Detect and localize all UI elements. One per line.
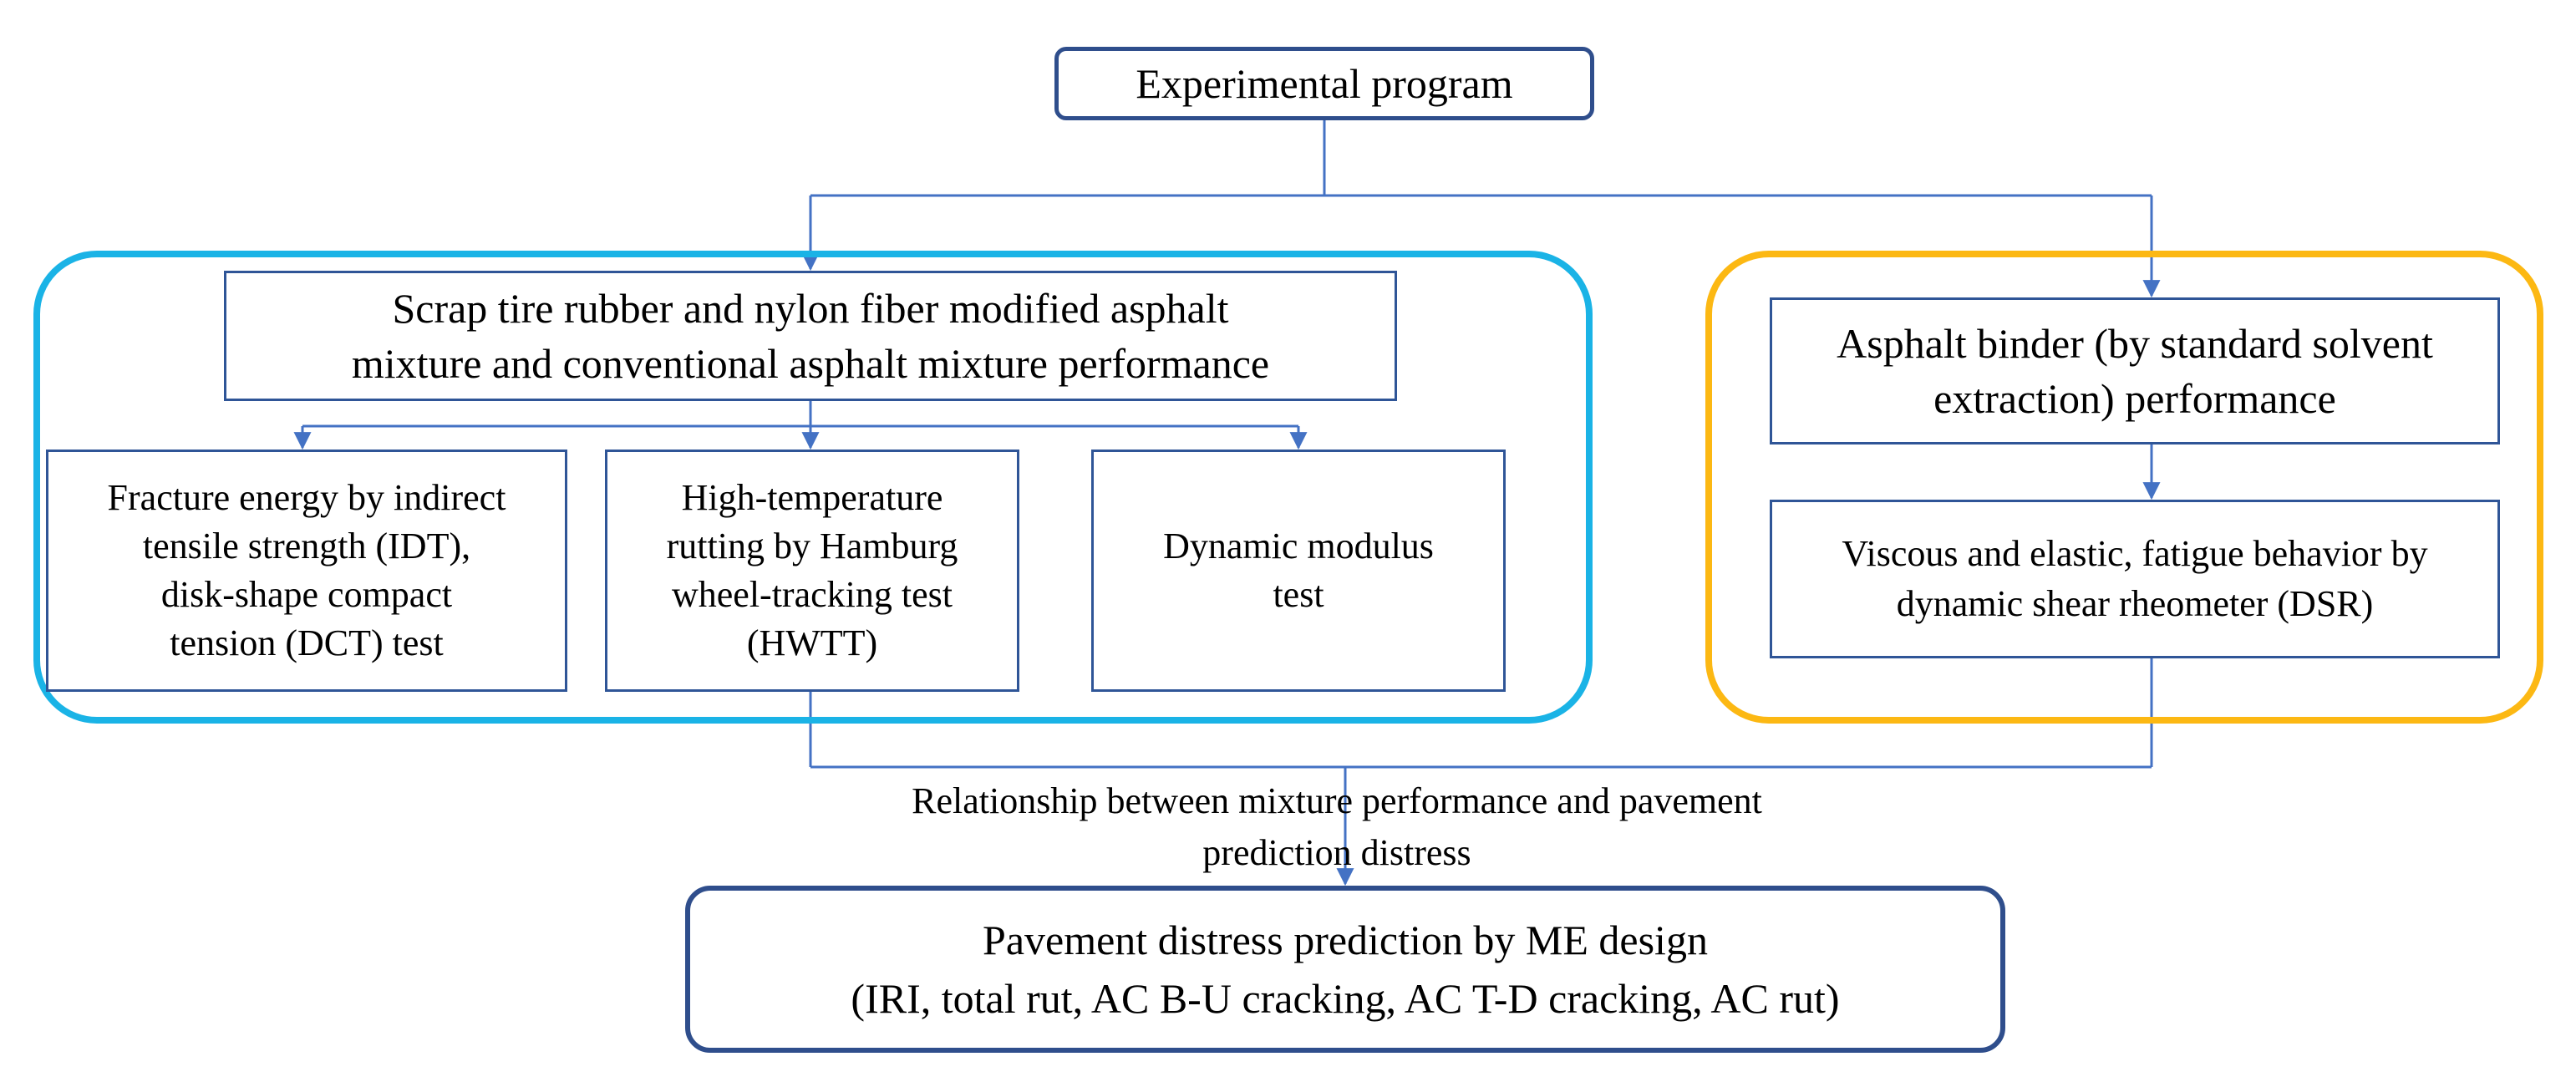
dynamic-modulus-test-box: Dynamic modulus test bbox=[1091, 450, 1506, 692]
mixture-performance-group bbox=[33, 251, 1593, 724]
hamburg-wheel-tracking-test-label: High-temperature rutting by Hamburg whee… bbox=[666, 477, 958, 663]
asphalt-binder-performance-label: Asphalt binder (by standard solvent extr… bbox=[1837, 320, 2433, 422]
asphalt-binder-performance-box: Asphalt binder (by standard solvent extr… bbox=[1770, 297, 2500, 444]
mixture-performance-label: Scrap tire rubber and nylon fiber modifi… bbox=[351, 285, 1270, 387]
experimental-program-label: Experimental program bbox=[1136, 60, 1513, 107]
hamburg-wheel-tracking-test-box: High-temperature rutting by Hamburg whee… bbox=[605, 450, 1019, 692]
relationship-label: Relationship between mixture performance… bbox=[912, 780, 1762, 873]
experimental-program-box: Experimental program bbox=[1054, 47, 1594, 120]
dsr-test-box: Viscous and elastic, fatigue behavior by… bbox=[1770, 500, 2500, 658]
dsr-test-label: Viscous and elastic, fatigue behavior by… bbox=[1842, 533, 2428, 624]
dynamic-modulus-test-label: Dynamic modulus test bbox=[1163, 526, 1434, 615]
fracture-energy-test-label: Fracture energy by indirect tensile stre… bbox=[107, 477, 506, 663]
pavement-distress-prediction-box: Pavement distress prediction by ME desig… bbox=[685, 886, 2005, 1053]
binder-performance-group bbox=[1705, 251, 2543, 724]
pavement-distress-prediction-label: Pavement distress prediction by ME desig… bbox=[851, 917, 1840, 1022]
fracture-energy-test-box: Fracture energy by indirect tensile stre… bbox=[46, 450, 567, 692]
mixture-performance-box: Scrap tire rubber and nylon fiber modifi… bbox=[224, 271, 1397, 401]
